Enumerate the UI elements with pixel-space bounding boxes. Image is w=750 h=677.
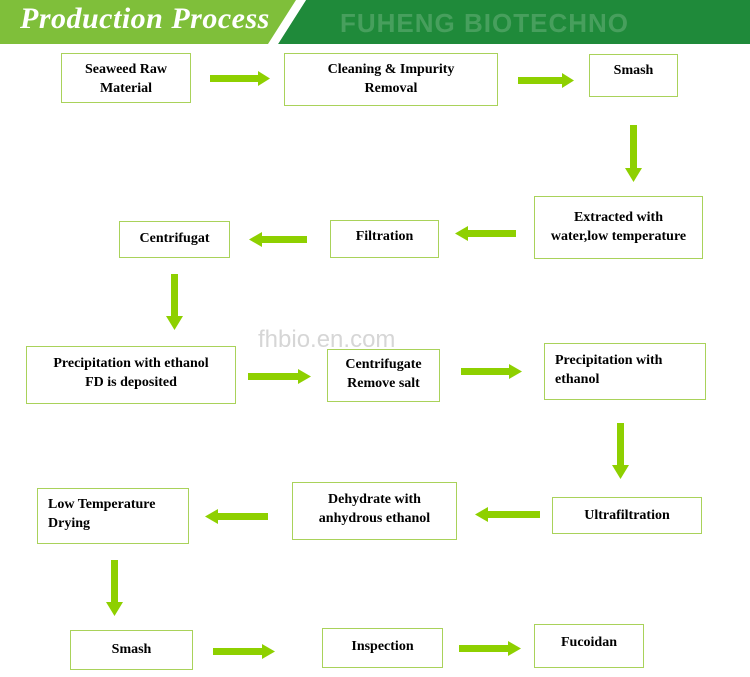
step-seaweed-line1: Seaweed Raw	[84, 62, 168, 77]
arrow-precip-to-centrifugate	[248, 369, 311, 384]
step-extracted-line1: Extracted with	[573, 210, 664, 225]
step-filtration-line1: Filtration	[355, 229, 414, 244]
step-cleaning-line2: Removal	[364, 81, 418, 96]
step-inspection: Inspection	[322, 628, 443, 668]
step-centrifugate-remove-salt: Centrifugate Remove salt	[327, 349, 440, 402]
arrow-lowtemp-to-smash2	[106, 560, 123, 616]
step-lowtemp-line1: Low Temperature	[48, 497, 156, 512]
step-smash2-line1: Smash	[111, 642, 152, 657]
step-centrifugate-line2: Remove salt	[347, 376, 420, 391]
step-extracted-line2: water,low temperature	[550, 229, 687, 244]
step-cleaning-line1: Cleaning & Impurity	[327, 62, 455, 77]
step-seaweed-line2: Material	[99, 81, 153, 96]
arrow-dehydrate-to-lowtemp	[205, 509, 268, 524]
arrow-seaweed-to-cleaning	[210, 71, 270, 86]
step-precip-fd-line2: FD is deposited	[85, 375, 177, 390]
header-banner: FUHENG BIOTECHNO Production Process	[0, 0, 750, 44]
step-ultrafiltration: Ultrafiltration	[552, 497, 702, 534]
step-dehydrate-line1: Dehydrate with	[328, 492, 421, 507]
step-dehydrate-anhydrous: Dehydrate with anhydrous ethanol	[292, 482, 457, 540]
step-smash-1: Smash	[589, 54, 678, 97]
arrow-centrifugat-to-precip	[166, 274, 183, 330]
arrow-precip2-to-ultrafiltration	[612, 423, 629, 479]
banner-watermark: FUHENG BIOTECHNO	[340, 8, 629, 38]
step-ultrafiltration-line1: Ultrafiltration	[584, 508, 670, 523]
arrow-cleaning-to-smash	[518, 73, 574, 88]
step-precip2-line2: ethanol	[555, 372, 600, 387]
step-precipitation-ethanol: Precipitation with ethanol	[544, 343, 706, 400]
step-precipitation-fd-deposited: Precipitation with ethanol FD is deposit…	[26, 346, 236, 404]
step-smash1-line1: Smash	[613, 63, 654, 78]
step-dehydrate-line2: anhydrous ethanol	[318, 511, 431, 526]
banner-background	[0, 0, 750, 44]
step-inspection-line1: Inspection	[351, 639, 414, 654]
arrow-ultrafiltration-to-dehydrate	[475, 507, 540, 522]
step-cleaning-impurity-removal: Cleaning & Impurity Removal	[284, 53, 498, 106]
site-watermark: fhbio.en.com	[258, 326, 396, 353]
step-filtration: Filtration	[330, 220, 439, 258]
step-lowtemp-line2: Drying	[48, 516, 90, 531]
arrow-extracted-to-filtration	[455, 226, 516, 241]
step-centrifugat-line1: Centrifugat	[139, 231, 210, 246]
step-fucoidan-line1: Fucoidan	[560, 635, 617, 650]
step-centrifugate-line1: Centrifugate	[345, 357, 422, 372]
step-low-temperature-drying: Low Temperature Drying	[37, 488, 189, 544]
arrow-smash2-to-inspection	[213, 644, 275, 659]
arrow-centrifugate-to-precip2	[461, 364, 522, 379]
arrow-smash-to-extracted	[625, 125, 642, 182]
arrow-inspection-to-fucoidan	[459, 641, 521, 656]
step-centrifugat: Centrifugat	[119, 221, 230, 258]
page-title: Production Process	[20, 2, 270, 35]
step-precip-fd-line1: Precipitation with ethanol	[53, 356, 209, 371]
step-seaweed-raw-material: Seaweed Raw Material	[61, 53, 191, 103]
step-fucoidan: Fucoidan	[534, 624, 644, 668]
step-extracted-with-water: Extracted with water,low temperature	[534, 196, 703, 259]
step-smash-2: Smash	[70, 630, 193, 670]
step-precip2-line1: Precipitation with	[555, 353, 663, 368]
arrow-filtration-to-centrifugat	[249, 232, 307, 247]
